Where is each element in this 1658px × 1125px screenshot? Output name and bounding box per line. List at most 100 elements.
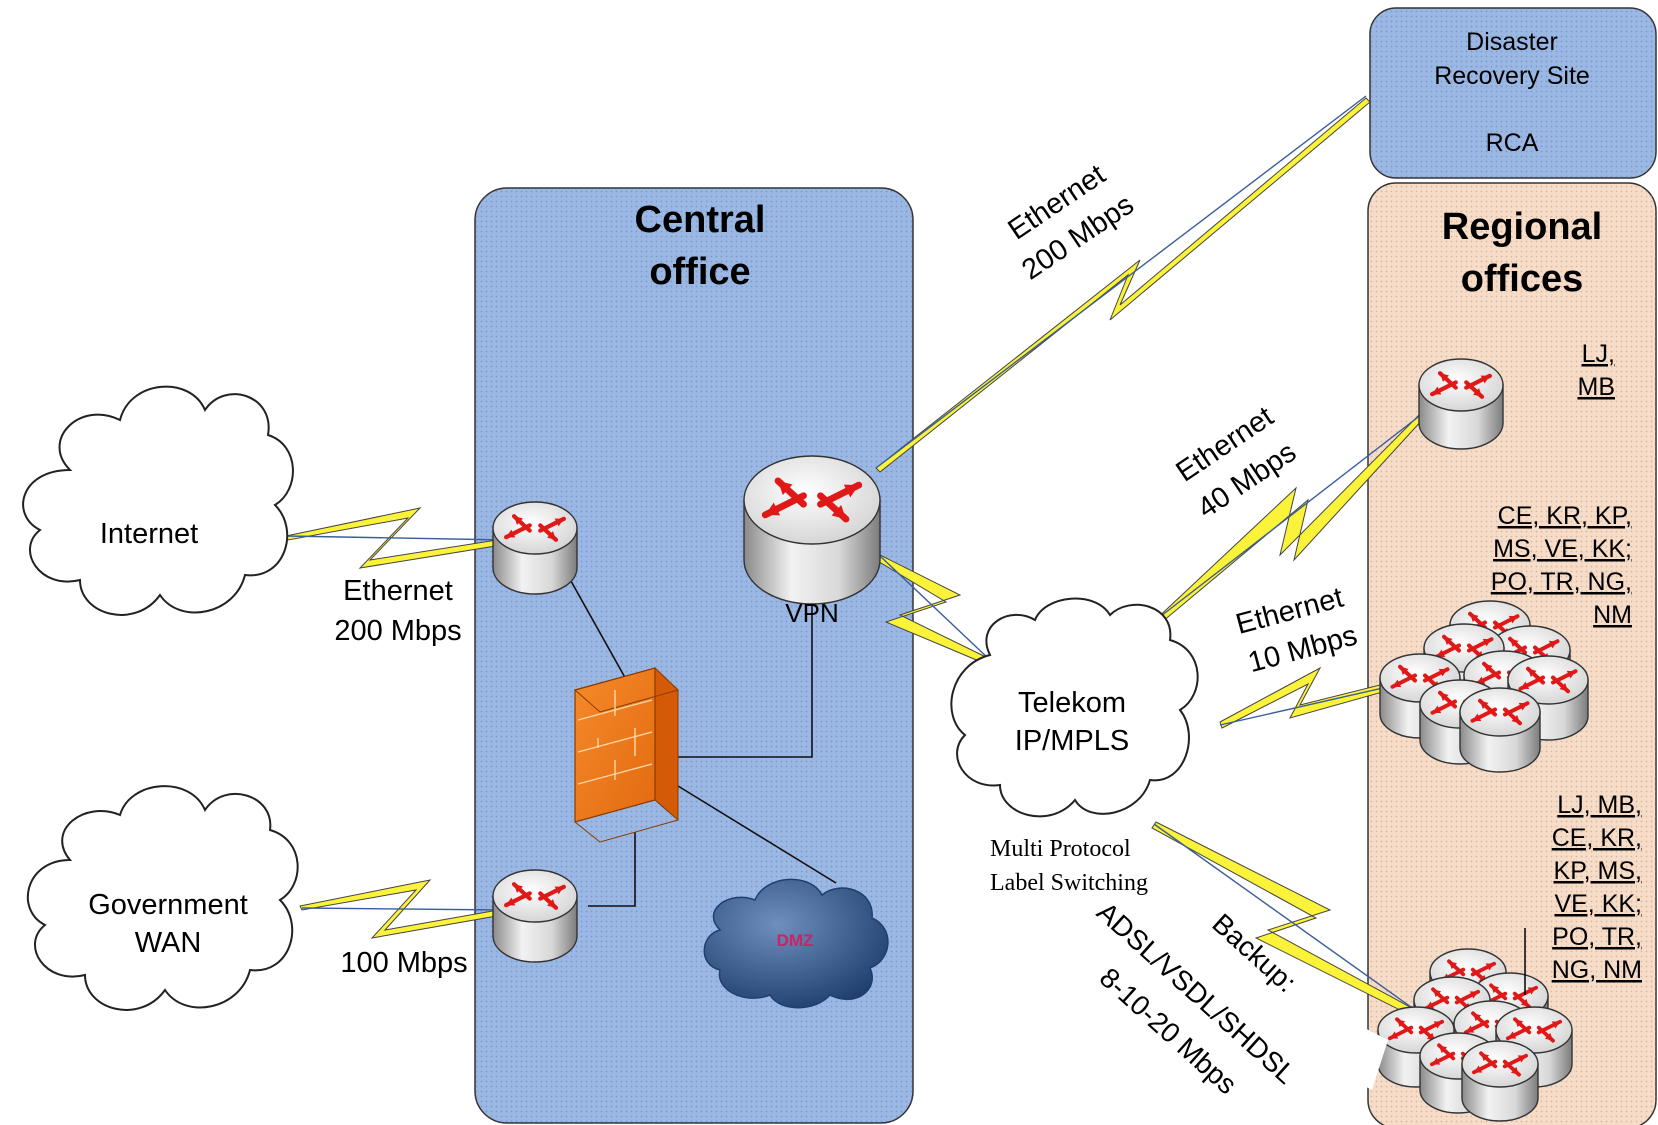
regional-router-cluster3-icon[interactable] [1461, 1040, 1539, 1122]
central-office-title-line1: Central [635, 199, 766, 241]
dmz-label: DMZ [777, 931, 814, 950]
regional-router-ljmb-icon[interactable] [1418, 358, 1504, 450]
government-router-icon[interactable] [492, 869, 578, 963]
router-arrowhead [547, 531, 556, 540]
router-arrowhead [1439, 1045, 1448, 1054]
regional-group3-line: VE, KK; [1554, 890, 1642, 918]
firewall-icon[interactable] [573, 666, 679, 843]
vpn-label: VPN [785, 598, 838, 628]
router-top [492, 501, 578, 555]
telekom-line2: IP/MPLS [1015, 725, 1129, 757]
internet-label: Internet [100, 518, 198, 550]
regional-group2-line: NM [1593, 601, 1632, 629]
regional-group2-line: PO, TR, NG, [1491, 568, 1632, 596]
router-arrowhead [1551, 1021, 1561, 1029]
regional-router-cluster2-icon[interactable] [1459, 687, 1541, 773]
dr-site-zone: Disaster Recovery Site RCA [1369, 7, 1657, 179]
router-arrowhead [547, 899, 556, 908]
router-arrowhead [1485, 963, 1495, 971]
router-arrowhead [1465, 1025, 1475, 1033]
government-wan-line1: Government [88, 889, 248, 921]
router-arrowhead [1431, 1057, 1441, 1065]
router-arrowhead [1484, 663, 1493, 673]
router-arrowhead [1520, 681, 1530, 690]
routers-layer [492, 358, 1589, 1122]
router-arrowhead [1510, 638, 1519, 648]
regional-group3-labels: LJ, MB, CE, KR, KP, MS, VE, KK; PO, TR, … [1524, 791, 1642, 995]
router-arrowhead [514, 884, 523, 893]
router-top [1461, 1040, 1539, 1088]
regional-group2-labels: CE, KR, KP, MS, VE, KK; PO, TR, NG, NM [1491, 502, 1632, 629]
dmz-cloud: DMZ [703, 878, 889, 1009]
link-dr-site [875, 95, 1371, 473]
router-arrowhead [1449, 961, 1458, 970]
internet-link-line2: 200 Mbps [334, 615, 461, 647]
router-arrowhead [1491, 985, 1500, 994]
router-arrowhead [506, 897, 516, 906]
router-arrowhead [1508, 615, 1518, 624]
router-arrowhead [1520, 998, 1529, 1007]
telekom-cloud[interactable]: Telekom IP/MPLS [950, 597, 1199, 818]
regional-group3-line: CE, KR, [1552, 824, 1642, 852]
government-wan-cloud[interactable]: Government WAN [26, 785, 299, 1011]
regional-offices-title-line2: offices [1461, 258, 1583, 300]
router-arrowhead [1472, 713, 1482, 722]
regional-offices-title-line1: Regional [1442, 206, 1602, 248]
regional-group3-line: KP, MS, [1554, 857, 1642, 885]
router-arrowhead [1559, 682, 1568, 692]
router-arrowhead [778, 480, 793, 495]
regional-group2-line: CE, KR, KP, [1498, 502, 1632, 530]
regional-group1-labels: LJ, MB [1578, 340, 1616, 401]
router-arrowhead [1473, 388, 1482, 397]
regional-group2-line: MS, VE, KK; [1493, 535, 1632, 563]
telekom-line1: Telekom [1018, 687, 1126, 719]
internet-cloud[interactable]: Internet [22, 385, 294, 616]
router-arrowhead [1389, 1031, 1399, 1039]
router-arrowhead [554, 886, 564, 895]
router-arrowhead [1518, 702, 1528, 711]
dr-site-line3: RCA [1486, 129, 1539, 157]
router-arrowhead [1397, 1019, 1406, 1028]
router-arrowhead [1482, 638, 1492, 647]
router-arrowhead [1527, 987, 1537, 995]
router-arrowhead [1517, 1055, 1527, 1063]
router-arrowhead [1510, 1066, 1519, 1075]
router-arrowhead [843, 484, 859, 498]
router-arrowhead [1400, 666, 1409, 676]
router-arrowhead [1473, 1013, 1482, 1022]
router-top [1418, 358, 1504, 412]
router-arrowhead [1473, 1065, 1483, 1073]
router-arrowhead [514, 516, 523, 525]
router-arrowhead [1432, 386, 1442, 395]
government-wan-line2: WAN [135, 927, 202, 959]
internal-wiring [547, 539, 837, 907]
router-arrowhead [506, 529, 516, 538]
regional-group3-line: NG, NM [1552, 956, 1642, 984]
government-link-line1: 100 Mbps [340, 947, 467, 979]
router-arrowhead [1433, 1021, 1443, 1029]
vpn-router-icon[interactable] [743, 455, 881, 605]
router-arrowhead [1440, 373, 1449, 382]
router-arrowhead [1515, 1019, 1524, 1028]
internet-router-icon[interactable] [492, 501, 578, 595]
router-arrowhead [1440, 692, 1449, 702]
router-arrowhead [554, 518, 564, 527]
central-office-title-line2: office [649, 251, 750, 293]
internet-link-line1: Ethernet [343, 575, 453, 607]
router-arrowhead [1436, 649, 1446, 658]
router-arrowhead [1444, 636, 1453, 646]
router-arrowhead [1470, 613, 1479, 623]
router-arrowhead [1511, 714, 1520, 724]
router-arrowhead [1469, 991, 1479, 999]
router-arrowhead [1432, 705, 1442, 714]
router-top [1459, 687, 1541, 737]
router-arrowhead [1528, 668, 1537, 678]
router-arrowhead [765, 502, 781, 516]
router-arrowhead [1438, 668, 1448, 677]
dr-site-line2: Recovery Site [1434, 62, 1590, 90]
router-arrowhead [1548, 640, 1558, 649]
router-top [743, 455, 881, 545]
router-arrowhead [1425, 1001, 1435, 1009]
router-arrowhead [831, 505, 846, 520]
